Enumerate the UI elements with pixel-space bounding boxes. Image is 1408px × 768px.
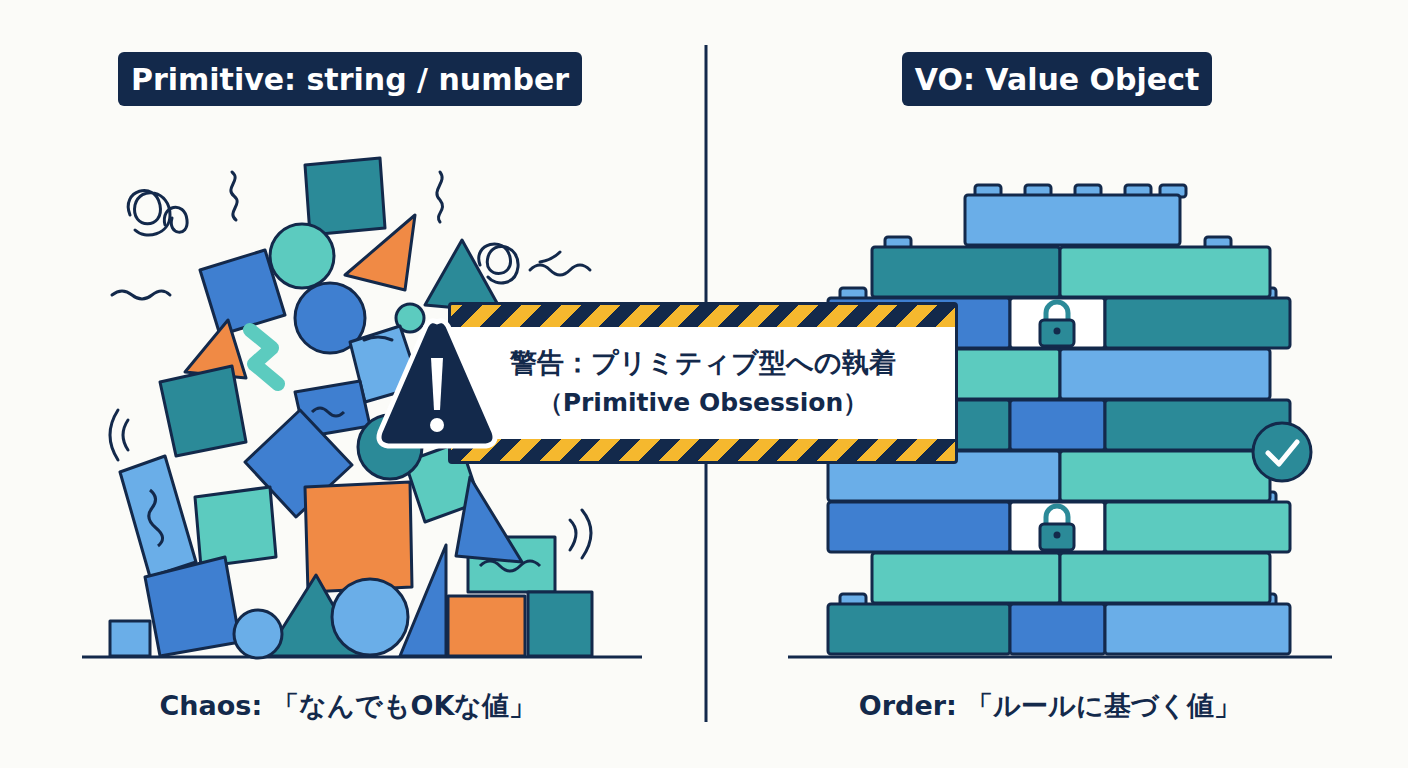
chaos-shape: [195, 487, 276, 567]
type-label-box: VO: Value Object: [902, 52, 1212, 106]
type-label-box: Primitive: string / number: [118, 52, 582, 106]
brick: [1105, 298, 1290, 348]
check-badge: [1253, 423, 1311, 481]
caption-label: Order: 「ルールに基づく値」: [770, 688, 1330, 724]
chaos-shape: [160, 366, 246, 456]
caption-label: Chaos: 「なんでもOKな値」: [68, 688, 628, 724]
wave-mark: [480, 561, 540, 571]
brick: [1010, 604, 1105, 654]
warning-banner: 警告：プリミティブ型への執着（Primitive Obsession）: [448, 302, 958, 464]
brick: [1060, 247, 1270, 297]
brick: [1010, 400, 1105, 450]
brick: [1060, 451, 1270, 501]
lock-keyhole: [1054, 532, 1061, 539]
chaos-shape: [120, 456, 196, 577]
chaos-circle: [358, 415, 422, 479]
chaos-shape: [305, 158, 385, 235]
chaos-shape: [345, 215, 415, 290]
warning-triangle: [379, 321, 495, 446]
brick: [1010, 298, 1105, 348]
lock-shackle: [1046, 506, 1068, 525]
brick: [828, 502, 1010, 552]
node-subtitle: （Primitive Obsession）: [538, 383, 869, 423]
brick: [1105, 400, 1290, 450]
brick: [1105, 604, 1290, 654]
chaos-shape: [145, 557, 240, 656]
chaos-circle: [332, 579, 408, 655]
brick: [872, 247, 1060, 297]
node-title: Primitive: string / number: [131, 62, 569, 97]
chaos-shape: [305, 482, 412, 592]
chaos-zigzag: [250, 330, 278, 384]
chaos-shape: [456, 477, 522, 562]
lock-shackle: [1046, 302, 1068, 321]
chaos-circle: [234, 610, 282, 658]
wave-mark: [149, 490, 163, 546]
brick: [1105, 502, 1290, 552]
ground-line: [788, 656, 1332, 659]
node-title: VO: Value Object: [915, 62, 1200, 97]
brick: [828, 604, 1010, 654]
wave-mark: [312, 408, 344, 416]
chaos-circle: [270, 224, 334, 288]
lock-body: [1040, 320, 1074, 346]
node-title: 警告：プリミティブ型への執着: [510, 343, 896, 383]
chaos-shape: [110, 621, 150, 656]
brick: [965, 195, 1180, 245]
lock-body: [1040, 524, 1074, 550]
brick: [872, 553, 1060, 603]
brick: [1060, 349, 1270, 399]
chaos-shape: [528, 592, 592, 656]
lock-keyhole: [1054, 328, 1061, 335]
chaos-shape: [448, 596, 525, 656]
brick: [1060, 553, 1270, 603]
chaos-shape: [400, 545, 446, 656]
brick: [1010, 502, 1105, 552]
